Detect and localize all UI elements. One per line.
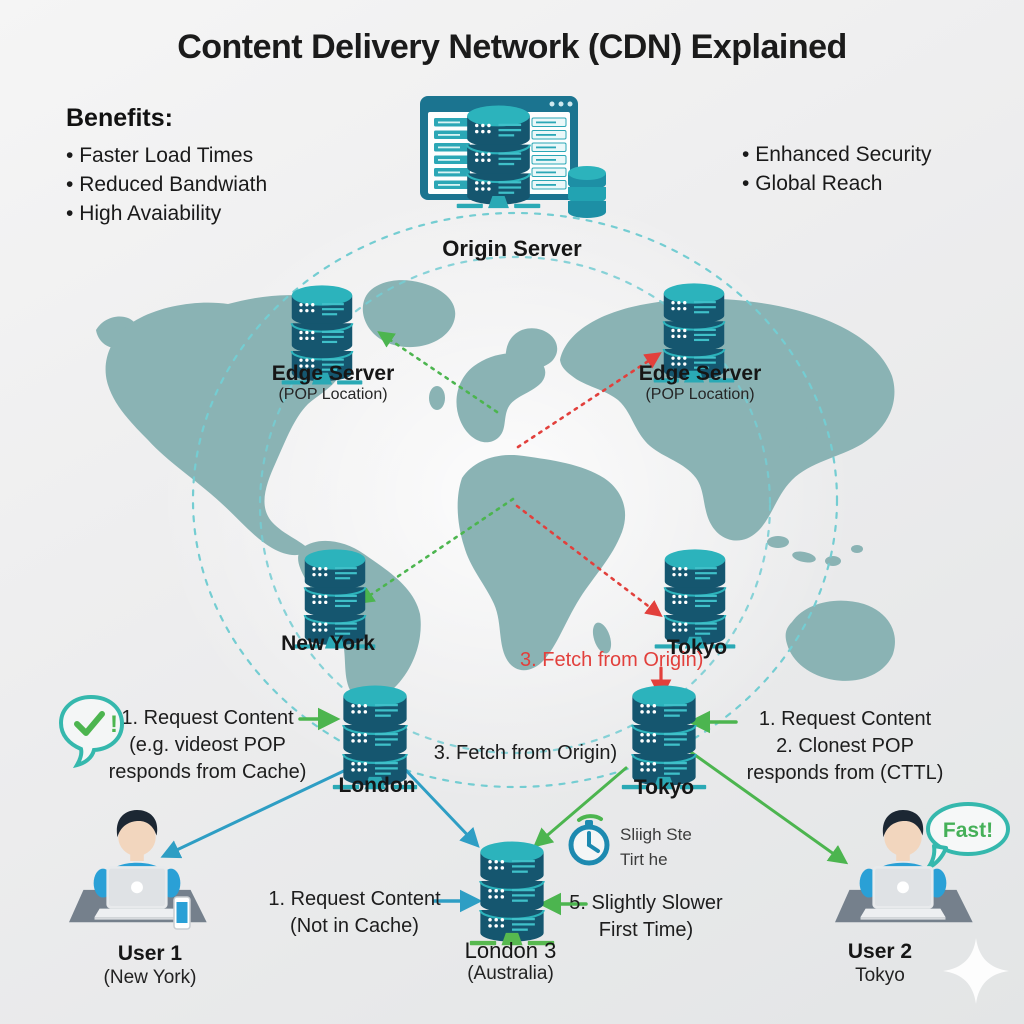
london-label: London [338,774,416,797]
phone-icon [173,896,191,930]
user2-sublabel: Tokyo [855,965,905,986]
note-line: 2. Clonest POP [776,735,914,757]
arrow-origin-to-tokyo [515,504,663,618]
benefit-item: Reduced Bandwiath [66,170,267,199]
check-icon [74,711,105,736]
benefit-item: Global Reach [742,169,931,198]
note-line: 1. Request Content [121,707,294,729]
note-line: 5. Slightly Slower [569,892,723,914]
benefit-item: Enhanced Security [742,140,931,169]
stopwatch-icon [568,814,610,866]
benefit-item: High Avaiability [66,199,267,228]
user2-label: User 2 [847,940,913,963]
edge-left-label: Edge Server [271,362,395,385]
origin-list-rows [434,117,567,190]
request-content-bottom-note: 1. Request Content (Not in Cache) [257,886,452,940]
slightly-slower-note: 5. Slightly Slower First Time) [566,890,726,944]
london3-sublabel: (Australia) [467,963,554,984]
note-line: responds from (CTTL) [746,762,944,784]
london3-label: London 3 [464,938,557,963]
origin-server-label: Origin Server [442,236,582,261]
benefits-right-list: Enhanced Security Global Reach [742,140,931,198]
page-title: Content Delivery Network (CDN) Explained [177,28,847,66]
origin-database-icon [455,104,542,210]
note-line: Sliigh Ste [620,825,692,844]
tokyo-lower-label: Tokyo [633,776,695,799]
edge-right-label: Edge Server [638,362,762,385]
fetch-from-origin-mid-note: 3. Fetch from Origin) [433,742,618,764]
request-content-left-note: 1. Request Content (e.g. videost POP res… [95,705,320,786]
fast-speech-bubble: Fast! [926,802,1010,870]
arrow-origin-to-new-york [357,497,515,604]
fetch-from-origin-red-note: 3. Fetch from Origin) [520,649,704,671]
tokyo-map-label: Tokyo [666,636,728,659]
note-line: First Time) [598,919,694,941]
sparkle-icon [943,938,1009,1004]
request-content-right-note: 1. Request Content 2. Clonest POP respon… [725,706,965,787]
edge-left-sublabel: (POP Location) [278,386,388,403]
benefits-left-list: Faster Load Times Reduced Bandwiath High… [66,141,267,228]
new-york-label: New York [281,632,375,655]
note-line: 1. Request Content [268,888,441,910]
stopwatch-note: Sliigh Ste Tirt he [620,822,720,872]
origin-mini-database-icon [568,166,606,218]
benefit-item: Faster Load Times [66,141,267,170]
user1-avatar [69,810,207,923]
exclamation-mark: ! [110,711,118,738]
note-line: (e.g. videost POP [129,734,286,756]
benefits-block: Benefits: Faster Load Times Reduced Band… [66,104,267,228]
note-line: responds from Cache) [108,761,307,783]
london3-database-icon [468,840,556,947]
user1-label: User 1 [117,942,183,965]
note-line: Tirt he [620,850,668,869]
edge-right-sublabel: (POP Location) [645,386,755,403]
origin-server-icon [420,96,606,218]
fast-label: Fast! [943,819,993,842]
check-speech-bubble: ! [58,694,125,768]
user1-sublabel: (New York) [103,967,197,988]
note-line: (Not in Cache) [290,915,419,937]
note-line: 1. Request Content [758,708,932,730]
benefits-heading: Benefits: [66,104,173,132]
user2-avatar [835,810,973,923]
